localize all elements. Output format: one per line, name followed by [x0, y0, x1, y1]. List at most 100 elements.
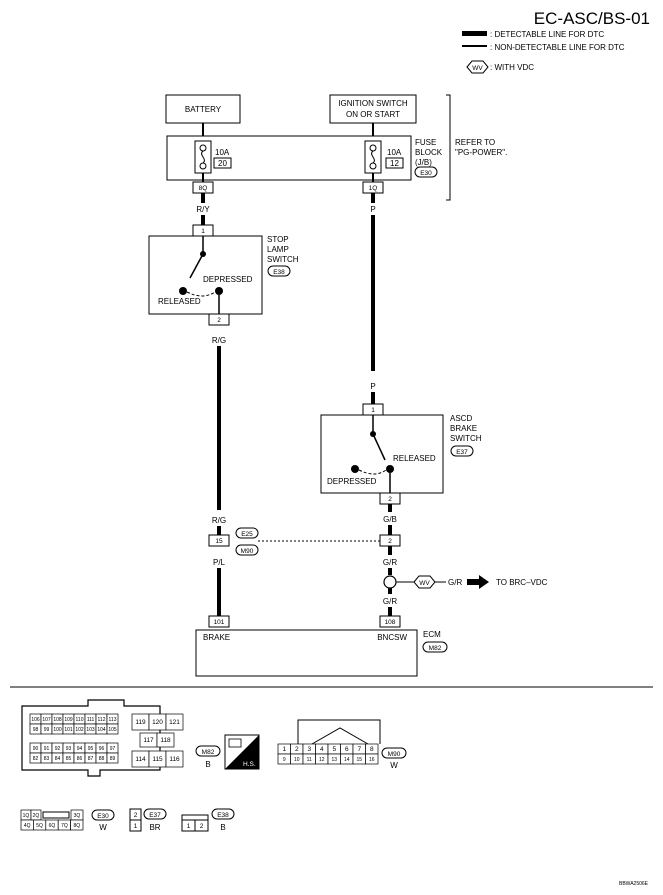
- fuse-left-no-box: [213, 157, 232, 169]
- ascd-dashed-arc: [358, 469, 387, 475]
- m82-pin-120: 120: [152, 719, 163, 726]
- m82-pin-96: 96: [99, 746, 105, 752]
- e30-blank-slot: [42, 811, 70, 819]
- joint-conn-bottom: M90: [241, 548, 254, 555]
- wire-gr1-label: G/R: [383, 558, 397, 567]
- m82-pin-108: 108: [53, 717, 62, 723]
- m82-pin-117: 117: [143, 737, 154, 744]
- m82-pin-118-cell: [156, 732, 175, 748]
- branch-wv-text: WV: [419, 580, 430, 587]
- m90-pin-8: 8: [370, 746, 374, 753]
- legend-detectable-line: [462, 31, 487, 36]
- terminal-8q-label: 8Q: [199, 185, 208, 192]
- m90-pin-1: 1: [282, 746, 286, 753]
- fuse-right-no-box: [385, 157, 404, 169]
- m82-pin-101: 101: [64, 727, 73, 733]
- wire-gr1-lead: [388, 546, 392, 555]
- e30-pin-4Q: 4Q: [24, 823, 31, 829]
- ecm-label-bncsw: BNCSW: [377, 633, 407, 642]
- m82-pin-95: 95: [88, 746, 94, 752]
- ascd-released-label: RELEASED: [393, 454, 436, 463]
- m90-pin-16-cell: [365, 753, 379, 765]
- refer-label-1: REFER TO: [455, 138, 495, 147]
- ascd-name-2: BRAKE: [450, 424, 477, 433]
- m82-pin-87: 87: [88, 756, 94, 762]
- footer-code: BBWA2506E: [619, 881, 649, 887]
- ecm-conn-badge: [422, 641, 448, 653]
- e30-pin-6Q: 6Q: [49, 823, 56, 829]
- m82-pin-121: 121: [169, 719, 180, 726]
- to-brc-label: TO BRC–VDC: [496, 578, 548, 587]
- e37-badge: [143, 808, 167, 820]
- legend-non-detectable-line: [462, 45, 487, 47]
- wire-pl-label: P/L: [213, 558, 226, 567]
- ecm-pin-right-box: [379, 615, 401, 628]
- battery-label: BATTERY: [185, 105, 222, 114]
- e30-badge: [91, 809, 115, 821]
- ecm-pin-left: 101: [214, 619, 225, 626]
- ignition-label-2: ON OR START: [346, 110, 400, 119]
- wire-gr2-label: G/R: [383, 597, 397, 606]
- m82-pin-105-cell: [106, 723, 119, 735]
- e30-pin-5Q: 5Q: [36, 823, 43, 829]
- m90-pin-7: 7: [357, 746, 361, 753]
- ecm-conn: M82: [429, 645, 442, 652]
- m82-pin-116: 116: [169, 756, 180, 763]
- e38-color: B: [220, 823, 225, 832]
- joint-conn-bottom-badge: [235, 544, 259, 556]
- wire-gr1-lead-2: [388, 568, 392, 575]
- m90-pin-2: 2: [295, 746, 299, 753]
- m82-pin-103: 103: [86, 727, 95, 733]
- m82-pin-97: 97: [110, 746, 116, 752]
- splice-point: [383, 575, 397, 589]
- e37-pin-bottom: 1: [134, 823, 138, 830]
- legend-detectable-text: : DETECTABLE LINE FOR DTC: [490, 30, 604, 39]
- m82-pin-102: 102: [75, 727, 84, 733]
- m82-pin-94: 94: [77, 746, 83, 752]
- m90-pin-9: 9: [283, 757, 286, 763]
- m82-pin-89-cell: [106, 752, 119, 764]
- m82-pin-107: 107: [42, 717, 51, 723]
- wire-ry-label: R/Y: [196, 205, 210, 214]
- m90-pin-6: 6: [345, 746, 349, 753]
- stop-lamp-pin-in: 1: [201, 228, 205, 235]
- e38-pin-1: 1: [187, 823, 191, 830]
- m82-pin-105: 105: [108, 727, 117, 733]
- m82-pin-93: 93: [66, 746, 72, 752]
- ecm-pin-left-box: [208, 615, 230, 628]
- e37-name: E37: [149, 812, 161, 819]
- hs-label: H.S.: [243, 761, 256, 768]
- m82-pin-82: 82: [33, 756, 39, 762]
- e30-pin-8Q-cell: [70, 819, 84, 831]
- m82-pin-91: 91: [44, 746, 50, 752]
- m82-pin-110: 110: [76, 717, 84, 723]
- legend: : DETECTABLE LINE FOR DTC : NON-DETECTAB…: [462, 30, 625, 74]
- m90-pin-4: 4: [320, 746, 324, 753]
- ascd-name-1: ASCD: [450, 414, 472, 423]
- m90-pin-10: 10: [294, 757, 300, 763]
- stop-lamp-released-label: RELEASED: [158, 297, 201, 306]
- m82-pin-111: 111: [87, 717, 95, 723]
- m82-pin-112: 112: [98, 717, 106, 723]
- m82-pin-104: 104: [97, 727, 106, 733]
- stop-lamp-contact-depressed: [215, 287, 223, 295]
- m82-pin-99: 99: [44, 727, 50, 733]
- joint-conn-top-badge: [235, 527, 259, 539]
- m82-pin-114: 114: [135, 756, 146, 763]
- stop-lamp-contact-released: [179, 287, 187, 295]
- m90-color: W: [390, 761, 398, 770]
- hs-icon: H.S.: [224, 734, 260, 770]
- e30-pin-1Q: 1Q: [23, 813, 30, 819]
- m82-pin-115: 115: [152, 756, 163, 763]
- wire-p-thick: [371, 215, 375, 371]
- m82-pin-118: 118: [160, 737, 171, 744]
- m82-pin-90: 90: [33, 746, 39, 752]
- wire-pl-thick: [217, 568, 221, 616]
- ascd-conn: E37: [456, 449, 468, 456]
- refer-bracket: [446, 94, 451, 201]
- stop-lamp-conn-badge: [267, 265, 291, 277]
- wire-rg-thick: [217, 346, 221, 510]
- m82-pin-109: 109: [64, 717, 73, 723]
- m90-pin-15: 15: [356, 757, 362, 763]
